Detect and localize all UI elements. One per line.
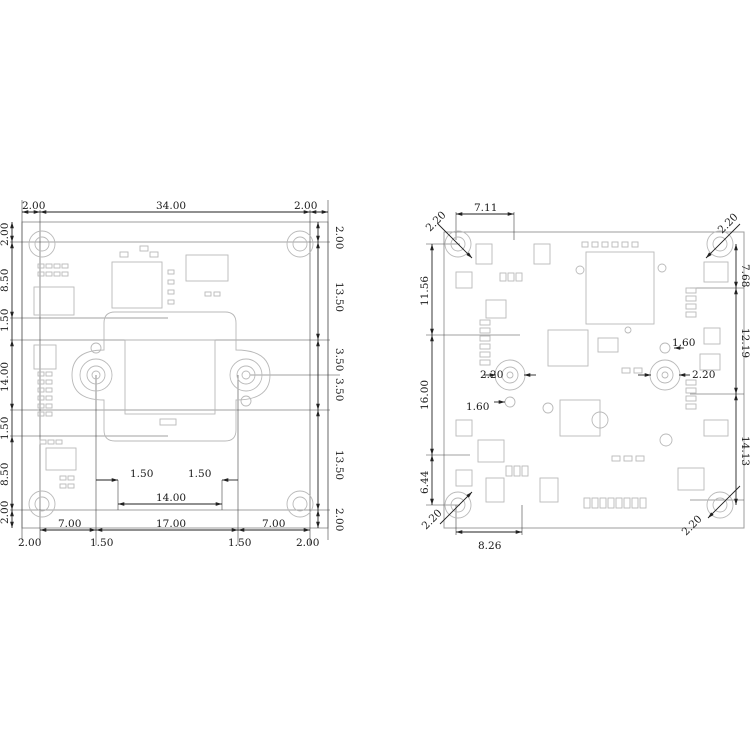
dim-hole-bottom-left: 2.20 bbox=[420, 507, 445, 532]
dim-left-side-b: 1.50 bbox=[0, 417, 11, 440]
dim-hole-bottom-right: 2.20 bbox=[680, 513, 705, 538]
left-board-view: 2.00 34.00 2.00 2.00 8.50 1.50 14.00 1.5… bbox=[0, 200, 345, 549]
dim-left-side-a: 1.50 bbox=[0, 309, 11, 332]
dim-right-side-lower: 13.50 bbox=[333, 450, 345, 480]
dim-right-left-lower: 6.44 bbox=[419, 470, 431, 494]
dim-right-3: 14.13 bbox=[739, 436, 750, 466]
dim-left-side-mid: 14.00 bbox=[0, 362, 11, 392]
dim-bottom-b: 1.50 bbox=[228, 537, 251, 549]
dim-bottom-3: 7.00 bbox=[262, 518, 285, 530]
dim-bottom-left: 2.00 bbox=[18, 537, 41, 549]
dim-left-side-top: 2.00 bbox=[0, 223, 11, 246]
dim-left-top-left: 2.00 bbox=[22, 200, 45, 212]
dim-left-top-right: 2.00 bbox=[294, 200, 317, 212]
dim-right-left-upper: 11.56 bbox=[419, 276, 431, 306]
left-mounting-holes bbox=[28, 230, 314, 518]
dim-hole-center-left: 2.20 bbox=[480, 369, 503, 381]
dim-small-right: 1.60 bbox=[672, 337, 695, 349]
dim-left-side-bottom: 2.00 bbox=[0, 501, 11, 524]
dim-left-side-upper: 8.50 bbox=[0, 269, 11, 292]
dim-hole-center-right: 2.20 bbox=[692, 369, 715, 381]
right-mounting-holes bbox=[444, 230, 734, 519]
dim-left-top-width: 34.00 bbox=[156, 200, 186, 212]
dim-right-side-a: 3.50 bbox=[333, 348, 345, 371]
right-dimension-labels: 2.20 7.11 2.20 11.56 16.00 6.44 2.20 2.2… bbox=[419, 202, 750, 552]
dim-bottom-2: 17.00 bbox=[156, 518, 186, 530]
left-dimension-lines bbox=[10, 210, 328, 532]
right-dimension-lines bbox=[430, 212, 741, 534]
dim-right-2: 12.19 bbox=[739, 328, 750, 358]
dim-bottom-right: 2.00 bbox=[296, 537, 319, 549]
dim-bottom-offset: 8.26 bbox=[478, 540, 502, 552]
dim-left-side-lower: 8.50 bbox=[0, 463, 11, 486]
dim-right-side-top: 2.00 bbox=[333, 226, 345, 249]
dim-inner-right: 1.50 bbox=[188, 468, 211, 480]
left-dimension-labels: 2.00 34.00 2.00 2.00 8.50 1.50 14.00 1.5… bbox=[0, 200, 345, 549]
right-board-view: 2.20 7.11 2.20 11.56 16.00 6.44 2.20 2.2… bbox=[419, 202, 750, 552]
dim-inner-width: 14.00 bbox=[156, 492, 186, 504]
dim-right-left-mid: 16.00 bbox=[419, 380, 431, 410]
left-extension-lines bbox=[10, 200, 340, 545]
right-components bbox=[455, 241, 729, 509]
dim-right-side-bottom: 2.00 bbox=[333, 508, 345, 531]
dim-top-offset: 7.11 bbox=[474, 202, 497, 214]
left-components bbox=[33, 245, 229, 489]
dim-bottom-1: 7.00 bbox=[58, 518, 81, 530]
dim-inner-left: 1.50 bbox=[130, 468, 153, 480]
dim-right-1: 7.68 bbox=[739, 264, 750, 287]
dim-right-side-b: 3.50 bbox=[333, 378, 345, 401]
dim-right-side-upper: 13.50 bbox=[333, 282, 345, 312]
right-board-outline bbox=[443, 231, 745, 529]
left-lens-mount bbox=[71, 311, 271, 442]
dim-bottom-a: 1.50 bbox=[90, 537, 113, 549]
dim-small-left: 1.60 bbox=[466, 401, 489, 413]
